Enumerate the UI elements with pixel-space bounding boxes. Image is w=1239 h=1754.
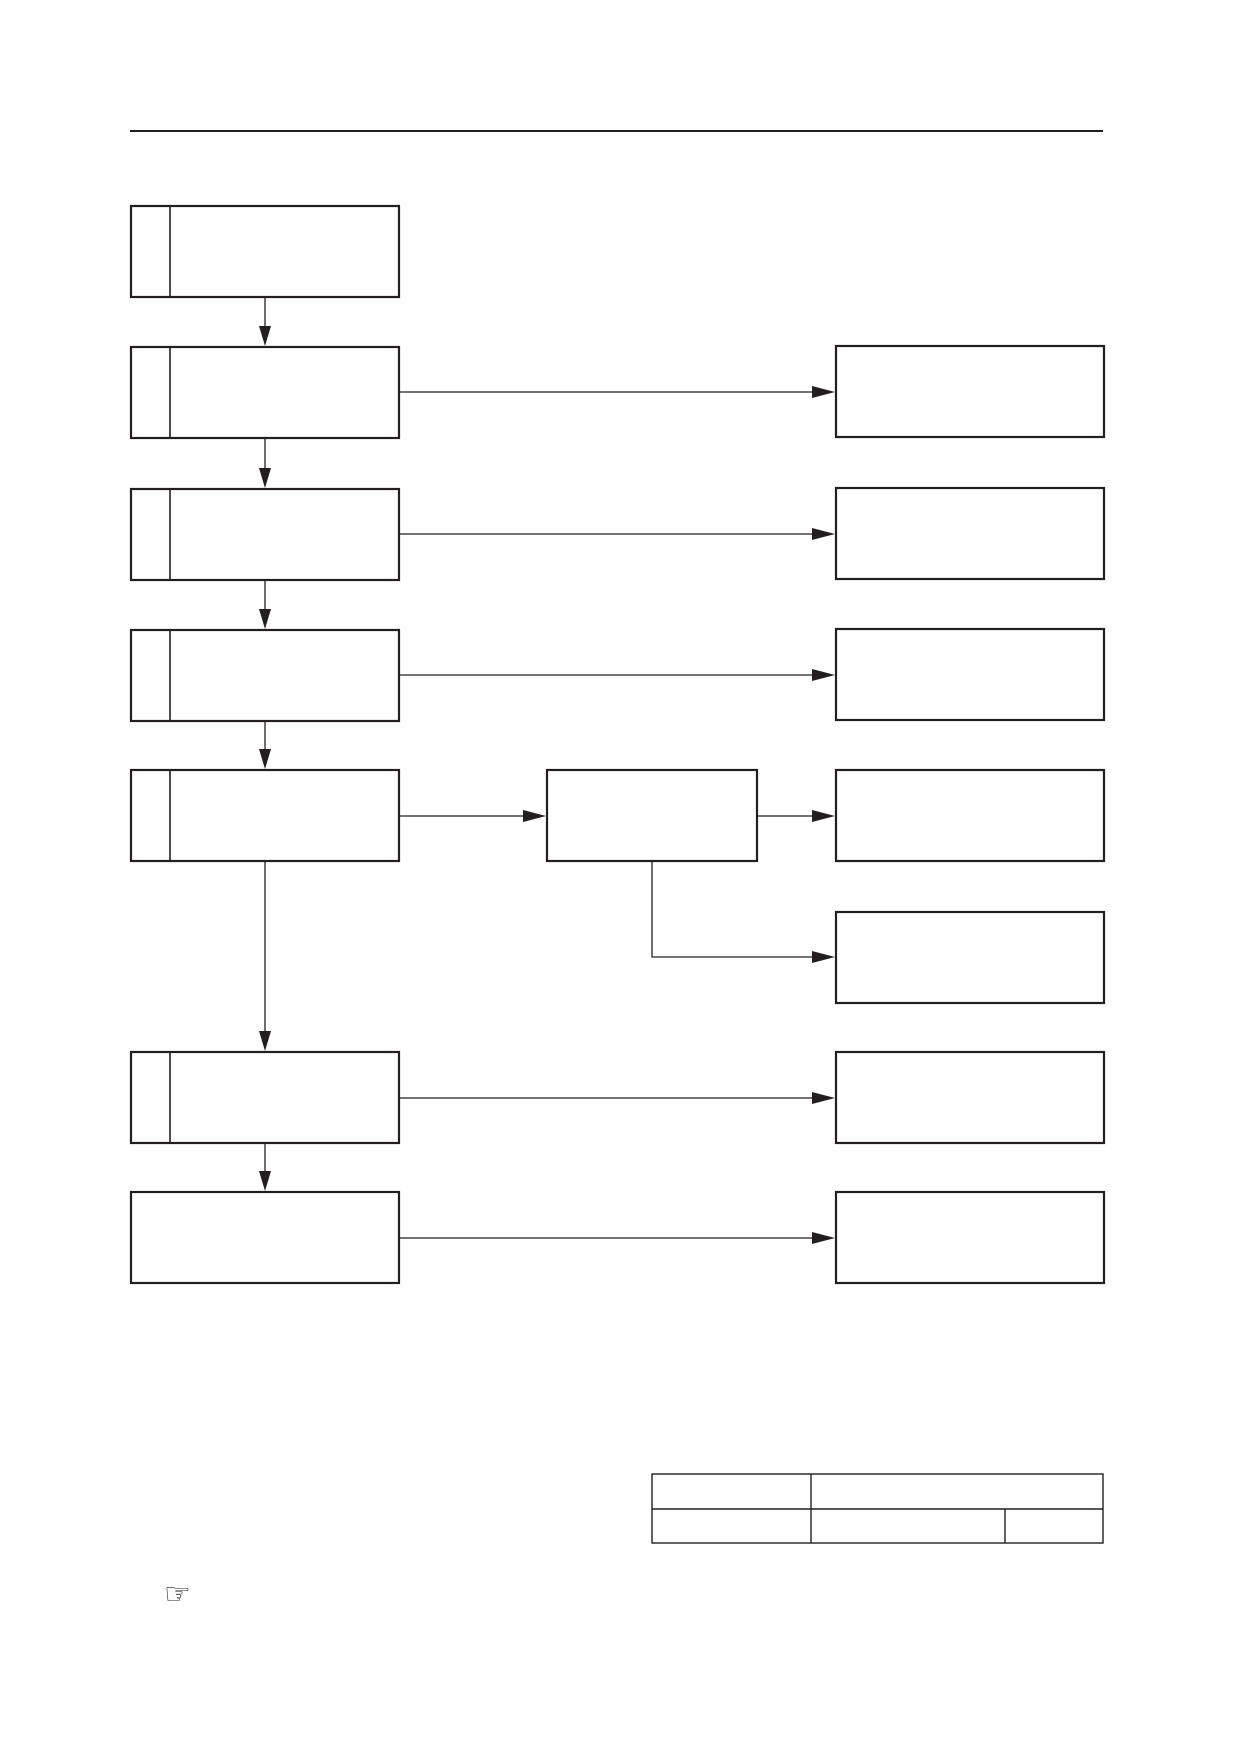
elbow-arrow-intermediate-to-result5 [651, 861, 835, 963]
result-box-1 [834, 344, 1106, 439]
spec-table [651, 1473, 1104, 1544]
intermediate-box [545, 768, 759, 863]
result-box-6 [834, 1050, 1106, 1145]
step-box-4 [129, 628, 401, 723]
step-box-2 [129, 345, 401, 440]
down-arrow-3-4 [259, 580, 271, 629]
result-box-7 [834, 1190, 1106, 1285]
result-box-4 [834, 768, 1106, 863]
right-arrow-step5-to-intermediate [399, 810, 546, 822]
step-box-5 [129, 768, 401, 863]
result-box-3 [834, 627, 1106, 722]
down-arrow-2-3 [259, 438, 271, 488]
right-arrow-step4 [399, 669, 835, 681]
down-arrow-4-5 [259, 721, 271, 769]
step-box-1 [129, 204, 401, 299]
right-arrow-step3 [399, 528, 835, 540]
down-arrow-1-2 [259, 297, 271, 346]
right-arrow-intermediate-to-result4 [757, 810, 835, 822]
step-box-6 [129, 1050, 401, 1145]
result-box-5 [834, 910, 1106, 1005]
result-box-2 [834, 486, 1106, 581]
step-box-3 [129, 487, 401, 582]
pointing-hand-icon: ☞ [164, 1577, 191, 1612]
right-arrow-step7 [399, 1232, 835, 1244]
right-arrow-step6 [399, 1092, 835, 1104]
down-arrow-5-6 [259, 861, 271, 1051]
down-arrow-6-7 [259, 1143, 271, 1191]
right-arrow-step2 [399, 386, 835, 398]
step-box-7 [129, 1190, 401, 1285]
